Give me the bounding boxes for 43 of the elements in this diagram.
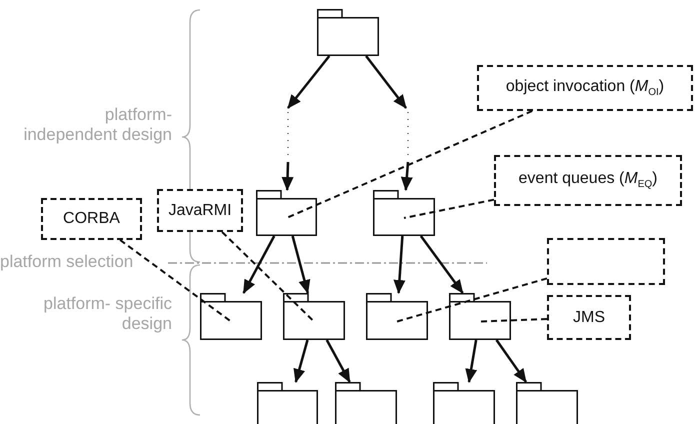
dashed-callout-box (157, 189, 243, 232)
phase-label: platform- independent design (22, 105, 172, 146)
package-folder (283, 293, 345, 340)
dashed-callout-box (494, 155, 682, 206)
package-folder (335, 382, 397, 424)
callout-text: JMS (573, 308, 605, 326)
arrow (291, 236, 310, 294)
package-folder (256, 190, 317, 236)
arrow (242, 235, 276, 294)
arrow (465, 340, 478, 383)
callout-text: event queues (M$_{EQ}$) (518, 170, 658, 191)
dashed-callout-box (547, 295, 631, 340)
phase-label: platform- specific design (42, 294, 172, 335)
dashed-callout-box (547, 238, 665, 285)
package-folder (449, 293, 511, 340)
arrow (393, 236, 406, 294)
arrow (400, 162, 413, 191)
leader-line (396, 277, 548, 322)
leader-line (480, 318, 548, 322)
arrow (495, 339, 528, 383)
package-folder (257, 382, 318, 424)
arrow (287, 55, 330, 109)
leader-line (286, 110, 533, 219)
leader-line (120, 239, 232, 322)
arrow (420, 235, 464, 294)
package-folder (366, 293, 428, 340)
phase-label: platform selection (0, 252, 134, 272)
arrow (282, 162, 294, 191)
arrow (294, 340, 309, 383)
package-folder (433, 382, 495, 424)
package-folder (200, 293, 262, 340)
arrow (365, 55, 407, 109)
leader-line (221, 231, 315, 322)
arrow (326, 339, 351, 383)
package-folder (516, 382, 578, 424)
dashed-callout-box (477, 65, 693, 111)
dashed-callout-box (41, 198, 142, 240)
package-folder (373, 190, 435, 236)
package-folder (317, 9, 379, 56)
callout-text: CORBA (63, 210, 120, 228)
callout-text: object invocation (M$_{OI}$) (506, 78, 664, 98)
callout-text: JavaRMI (168, 202, 232, 220)
leader-line (404, 198, 494, 219)
